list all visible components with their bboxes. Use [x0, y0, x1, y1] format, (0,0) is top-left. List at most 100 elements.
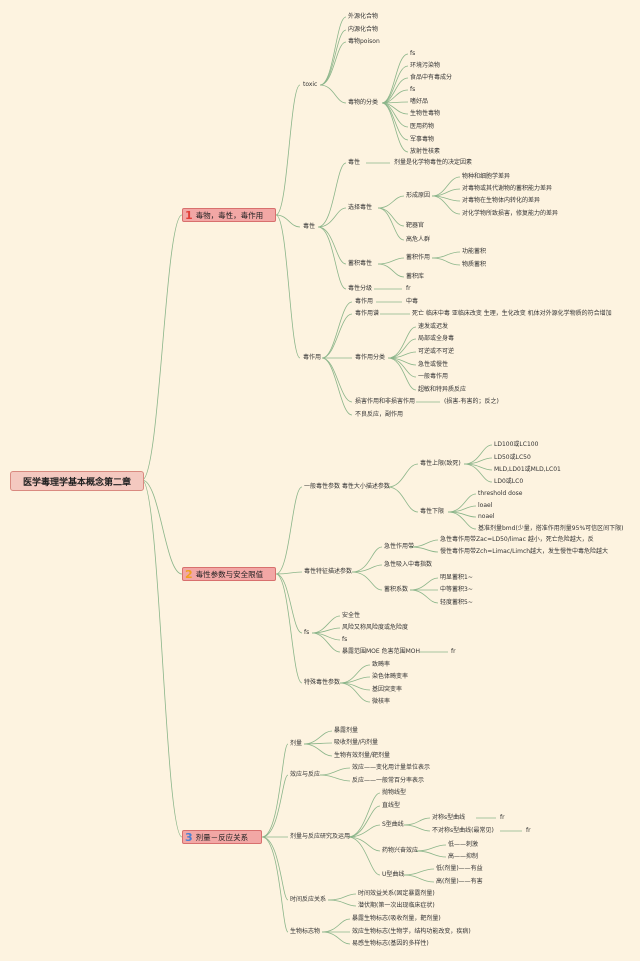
node-u2[interactable]: 高(剂量)——有害: [436, 878, 483, 885]
node-t4[interactable]: 微核率: [372, 698, 391, 705]
node-xiaxian[interactable]: 毒性下限: [420, 508, 445, 515]
node-uxing[interactable]: U型曲线: [382, 871, 405, 878]
node-x4[interactable]: 基准剂量bmd(少量，搭准作用剂量95%可信区间下限): [478, 525, 624, 532]
node-poison[interactable]: 毒物poison: [348, 38, 380, 45]
node-dzyfl[interactable]: 毒作用分类: [355, 354, 386, 361]
section-3-node[interactable]: 3 剂量－反应关系: [182, 830, 262, 844]
node-c3[interactable]: 食品中有毒成分: [410, 74, 453, 81]
node-xingcheng[interactable]: 形成原因: [406, 192, 431, 199]
node-s-br[interactable]: fr: [526, 827, 531, 834]
node-jl3[interactable]: 生物有效剂量/靶剂量: [334, 752, 391, 759]
node-s-b[interactable]: 不对称s型曲线(最常见): [432, 827, 494, 834]
node-s-ar[interactable]: fr: [500, 814, 505, 821]
node-c8[interactable]: 军事毒物: [410, 136, 435, 143]
node-x3[interactable]: noael: [478, 513, 495, 520]
node-neiyuan[interactable]: 内源化合物: [348, 26, 379, 33]
node-c4[interactable]: fs: [410, 86, 416, 93]
node-sunhai[interactable]: 损害作用和非损害作用: [355, 398, 416, 405]
node-t2[interactable]: 染色体畸变率: [372, 673, 409, 680]
node-dzy1r[interactable]: 中毒: [406, 298, 419, 305]
node-yw1[interactable]: 低——刺激: [448, 841, 479, 848]
node-yiban[interactable]: 一般毒性参数 毒性大小描述参数: [304, 483, 390, 490]
node-t3[interactable]: 基因突变率: [372, 686, 403, 693]
node-wzxj[interactable]: 物质蓄积: [462, 261, 487, 268]
node-c6[interactable]: 生物性毒物: [410, 110, 441, 117]
node-k1[interactable]: 明显蓄积1~: [440, 574, 473, 581]
node-yaowu[interactable]: 药物兴奋效应: [382, 847, 419, 854]
node-jl1[interactable]: 暴露剂量: [334, 727, 359, 734]
node-dzyzp[interactable]: 毒作用谱: [355, 310, 380, 317]
node-k2[interactable]: 中等蓄积3~: [440, 586, 473, 593]
node-dzyzpr[interactable]: 死亡 临床中毒 亚临床改变 生理，生化改变 机体对外源化学物质的符合增加: [412, 310, 612, 317]
node-xjzy[interactable]: 蓄积作用: [406, 254, 431, 261]
node-xy2[interactable]: 反应——一般常百分率表示: [352, 777, 425, 784]
node-xc4[interactable]: 对化学物所致损害，修复能力的差异: [462, 210, 559, 217]
node-sxing[interactable]: S型曲线: [382, 821, 404, 828]
node-yj2[interactable]: 直线型: [382, 802, 401, 809]
node-yanjiu[interactable]: 剂量与反应研究及运用: [290, 833, 351, 840]
node-bz3[interactable]: 易感生物标志(基因的多样性): [352, 940, 429, 947]
root-title[interactable]: 医学毒理学基本概念第二章: [10, 471, 144, 491]
node-jl2[interactable]: 吸收剂量/内剂量: [334, 739, 379, 746]
node-jiliang[interactable]: 剂量: [290, 740, 303, 747]
node-f5[interactable]: 一般毒作用: [418, 373, 449, 380]
node-u1[interactable]: 低(剂量)——有益: [436, 865, 483, 872]
node-f4[interactable]: 急性或慢性: [418, 361, 449, 368]
node-dxfjr[interactable]: fr: [406, 285, 411, 292]
node-duzuoyong[interactable]: 毒作用: [303, 354, 322, 361]
node-s3[interactable]: MLD,LD01或MLD,LC01: [494, 466, 561, 473]
node-fs2[interactable]: fs: [304, 629, 310, 636]
node-f6[interactable]: 超敏和特异质反应: [418, 386, 467, 393]
node-c5[interactable]: 嗜好品: [410, 98, 429, 105]
node-a2[interactable]: 风险又称风险度或危险度: [342, 624, 409, 631]
node-dx1r[interactable]: 剂量是化学物毒性的决定因素: [394, 159, 473, 166]
node-c7[interactable]: 医用药物: [410, 123, 435, 130]
node-a3[interactable]: fs: [342, 636, 348, 643]
node-teshu[interactable]: 特殊毒性参数: [304, 679, 341, 686]
node-c2[interactable]: 环境污染物: [410, 62, 441, 69]
node-sj2[interactable]: 潜伏期(第一次出现临床症状): [358, 902, 435, 909]
node-fenlei[interactable]: 毒物的分类: [348, 99, 379, 106]
node-s2[interactable]: LD50或LC50: [494, 454, 531, 461]
node-dzy1[interactable]: 毒作用: [355, 298, 374, 305]
node-sunhair[interactable]: (损害-有害的；反之): [444, 398, 499, 405]
node-j1[interactable]: 急性毒作用带Zac=LD50/limac 越小，死亡危险越大，反: [440, 536, 594, 543]
node-bz1[interactable]: 暴露生物标志(吸收剂量，靶剂量): [352, 915, 441, 922]
section-1-node[interactable]: 1 毒物，毒性，毒作用: [182, 208, 276, 222]
node-f1[interactable]: 速发或迟发: [418, 323, 449, 330]
node-jixing[interactable]: 急性吸入中毒指数: [384, 561, 433, 568]
node-toxic[interactable]: toxic: [303, 81, 318, 88]
node-f2[interactable]: 局部或全身毒: [418, 335, 455, 342]
node-xjk[interactable]: 蓄积库: [406, 273, 425, 280]
node-xc2[interactable]: 对毒物或其代谢物的蓄积能力差异: [462, 185, 553, 192]
node-a4[interactable]: 暴露范围MOE 危害范围MOH: [342, 648, 421, 655]
node-xc3[interactable]: 对毒物在生物体内转化的差异: [462, 197, 541, 204]
node-a4r[interactable]: fr: [451, 648, 456, 655]
node-f3[interactable]: 可逆或不可逆: [418, 348, 455, 355]
node-xjxs[interactable]: 蓄积系数: [384, 586, 409, 593]
node-shijian[interactable]: 时间反应关系: [290, 896, 327, 903]
node-s-a[interactable]: 对称s型曲线: [432, 814, 466, 821]
node-baqi[interactable]: 靶器官: [406, 222, 425, 229]
node-s4[interactable]: LD0或LC0: [494, 478, 524, 485]
node-gnxj[interactable]: 功能蓄积: [462, 248, 487, 255]
node-gaowei[interactable]: 高危人群: [406, 236, 431, 243]
node-s1[interactable]: LD100或LC100: [494, 441, 539, 448]
node-x1[interactable]: threshold dose: [478, 490, 523, 497]
node-duxing[interactable]: 毒性: [303, 223, 316, 230]
node-a1[interactable]: 安全性: [342, 612, 361, 619]
node-xuanze[interactable]: 选择毒性: [348, 204, 373, 211]
node-shangxian[interactable]: 毒性上限(致死): [420, 460, 461, 467]
node-xy1[interactable]: 效应——变化用计量单位表示: [352, 764, 431, 771]
node-buliang[interactable]: 不良反应，副作用: [355, 411, 404, 418]
node-yj1[interactable]: 抛物线型: [382, 789, 407, 796]
node-dx1[interactable]: 毒性: [348, 159, 361, 166]
node-k3[interactable]: 轻度蓄积5~: [440, 599, 473, 606]
node-t1[interactable]: 致畸率: [372, 661, 391, 668]
node-biaozhi[interactable]: 生物标志物: [290, 928, 321, 935]
node-waiyuan[interactable]: 外源化合物: [348, 13, 379, 20]
node-j2[interactable]: 慢性毒作用带Zch=Limac/Limch越大，发生慢性中毒危险越大: [440, 548, 609, 555]
node-dxfj[interactable]: 毒性分级: [348, 285, 373, 292]
node-sj1[interactable]: 时间效益关系(固定暴露剂量): [358, 890, 435, 897]
section-2-node[interactable]: 2 毒性参数与安全限值: [182, 567, 276, 581]
